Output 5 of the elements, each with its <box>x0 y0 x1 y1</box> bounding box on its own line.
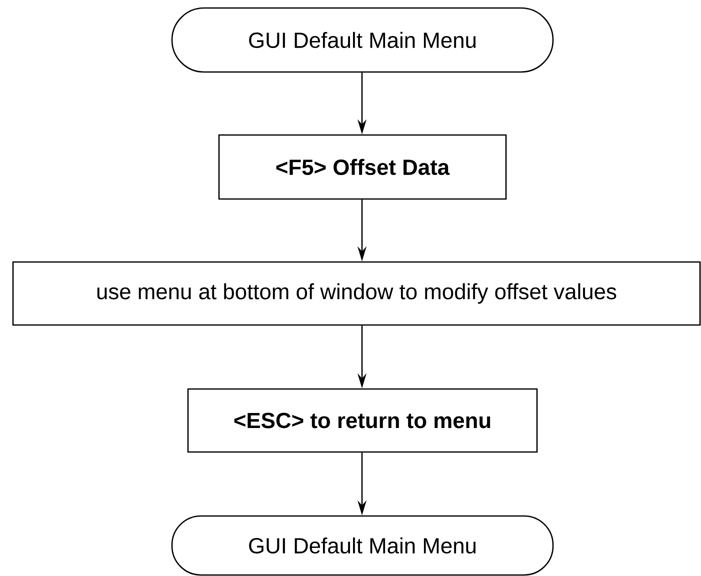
process-box: <F5> Offset Data <box>218 134 507 200</box>
terminal-pill: GUI Default Main Menu <box>171 515 554 576</box>
terminal-pill: GUI Default Main Menu <box>171 7 554 73</box>
process-box: <ESC> to return to menu <box>187 388 538 453</box>
process-box: use menu at bottom of window to modify offset values <box>12 261 701 326</box>
